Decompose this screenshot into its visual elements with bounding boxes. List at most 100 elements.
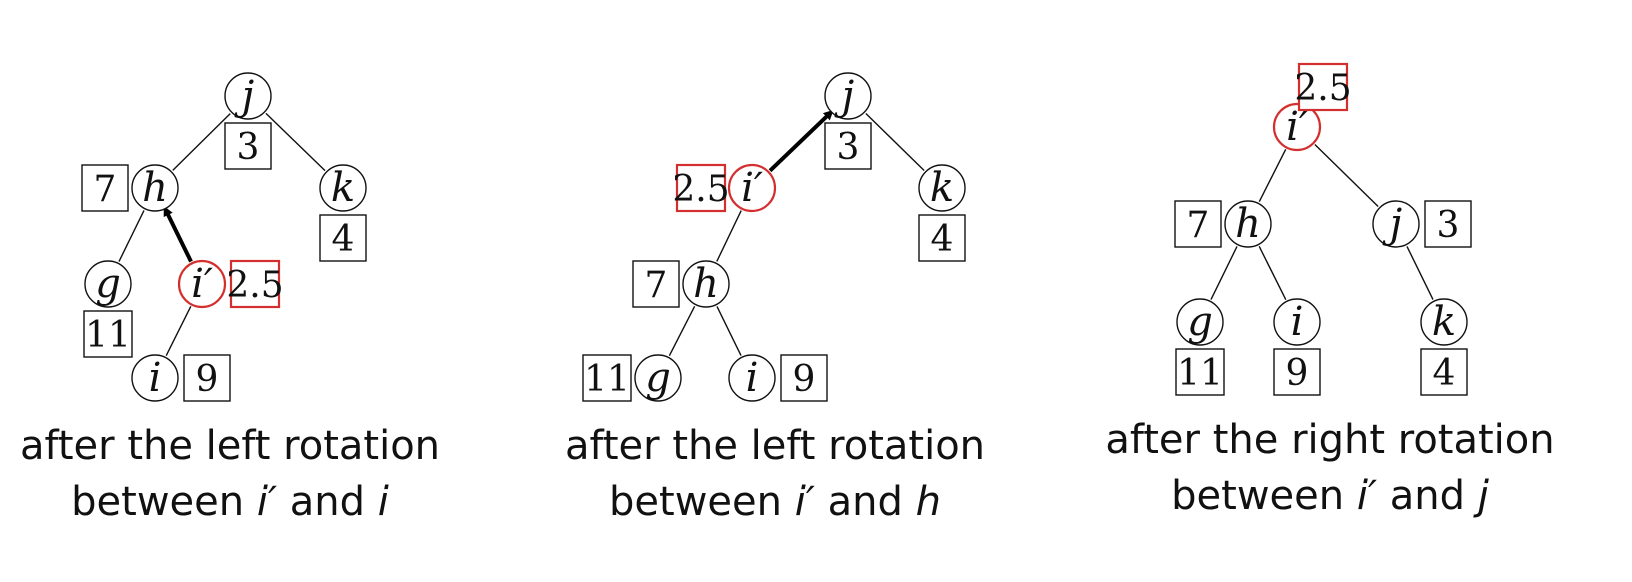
key-box-j: 3 (224, 122, 272, 170)
tree-node-g: g 11 (1175, 298, 1225, 396)
tree-node-j: j3 (824, 72, 872, 170)
tree-node-j: j3 (224, 72, 272, 170)
key-value: 3 (1437, 205, 1460, 246)
key-box-k: 4 (1420, 348, 1468, 396)
tree-edge-h-i (1258, 246, 1287, 300)
key-value: 7 (645, 265, 668, 306)
node-circle (728, 354, 776, 402)
caption-text: and (277, 479, 378, 525)
key-box-rect (1174, 200, 1222, 248)
caption-text: between (71, 479, 257, 525)
tree-edge-ip-j (1314, 143, 1379, 208)
key-value: 9 (1286, 353, 1309, 394)
caption-line-2: between i′ and h (555, 474, 995, 530)
tree-node-ip: i′2.5 (672, 163, 777, 213)
tree-node-g: g 11 (83, 260, 133, 358)
key-box-rect (582, 354, 632, 402)
node-label: g (645, 355, 671, 401)
key-value: 4 (332, 219, 355, 260)
key-value: 7 (1187, 205, 1210, 246)
node-circle (824, 72, 872, 120)
node-label: i′ (741, 165, 763, 211)
caption-text: and (814, 479, 916, 525)
key-box-i: 9 (780, 354, 828, 402)
key-box-rect (1175, 348, 1225, 396)
key-value: 7 (94, 169, 117, 210)
key-box-rect (224, 122, 272, 170)
tree-node-h: h7 (81, 164, 179, 212)
key-value: 11 (85, 315, 131, 356)
key-value: 9 (793, 359, 816, 400)
node-circle (84, 260, 132, 308)
tree-edge-j-h (172, 113, 231, 171)
node-label: k (930, 165, 954, 211)
key-box-rect (675, 163, 727, 213)
tree-node-h: h7 (1174, 200, 1272, 248)
caption-var: i′ (1356, 473, 1378, 519)
key-box-g: 11 (1175, 348, 1225, 396)
caption-line-1: after the left rotation (564, 423, 986, 469)
node-circle (1273, 298, 1321, 346)
caption-panel-3: after the right rotation between i′ and … (1095, 412, 1565, 524)
key-value: 2.5 (226, 265, 283, 306)
key-box-rect (183, 354, 231, 402)
key-box-h: 7 (632, 260, 680, 308)
node-label: g (95, 261, 121, 307)
key-box-rect (81, 164, 129, 212)
key-box-g: 11 (582, 354, 632, 402)
node-circle (727, 163, 777, 213)
key-box-rect (824, 122, 872, 170)
key-value: 2.5 (1294, 68, 1351, 109)
tree-node-i: i9 (1273, 298, 1321, 396)
caption-var: i (377, 479, 389, 525)
key-box-h: 7 (81, 164, 129, 212)
node-circle (131, 164, 179, 212)
key-box-rect (1273, 348, 1321, 396)
node-label: k (331, 165, 355, 211)
node-circle (1372, 200, 1420, 248)
tree-node-h: h7 (632, 260, 730, 308)
node-circle (1176, 298, 1224, 346)
node-label: h (142, 165, 168, 211)
key-value: 9 (196, 359, 219, 400)
key-box-k: 4 (918, 214, 966, 262)
rotation-arrow (768, 109, 834, 173)
caption-var: j (1477, 473, 1489, 519)
key-box-j: 3 (824, 122, 872, 170)
key-box-h: 7 (1174, 200, 1222, 248)
node-circle (177, 259, 227, 309)
key-box-i: 9 (1273, 348, 1321, 396)
tree-node-k: k4 (1420, 298, 1468, 396)
tree-edge-h-g (1210, 246, 1238, 300)
rotation-arrow (163, 205, 193, 263)
key-value: 11 (1177, 353, 1223, 394)
key-box-rect (1424, 200, 1472, 248)
key-box-rect (780, 354, 828, 402)
node-label: h (693, 261, 719, 307)
caption-line-1: after the right rotation (1105, 417, 1555, 463)
node-circle (682, 260, 730, 308)
key-box-rect (319, 214, 367, 262)
key-value: 3 (837, 127, 860, 168)
node-circle (319, 164, 367, 212)
caption-var: i′ (256, 479, 278, 525)
caption-var: h (915, 479, 941, 525)
key-value: 4 (931, 219, 954, 260)
key-box-k: 4 (319, 214, 367, 262)
tree-edge-h-g (118, 210, 145, 262)
node-label: g (1187, 299, 1213, 345)
tree-edge-ip-h (716, 210, 742, 262)
caption-text: between (1171, 473, 1357, 519)
key-value: 4 (1433, 353, 1456, 394)
node-circle (1420, 298, 1468, 346)
key-value: 3 (237, 127, 260, 168)
caption-line-1: after the left rotation (19, 423, 441, 469)
caption-text: and (1377, 473, 1478, 519)
